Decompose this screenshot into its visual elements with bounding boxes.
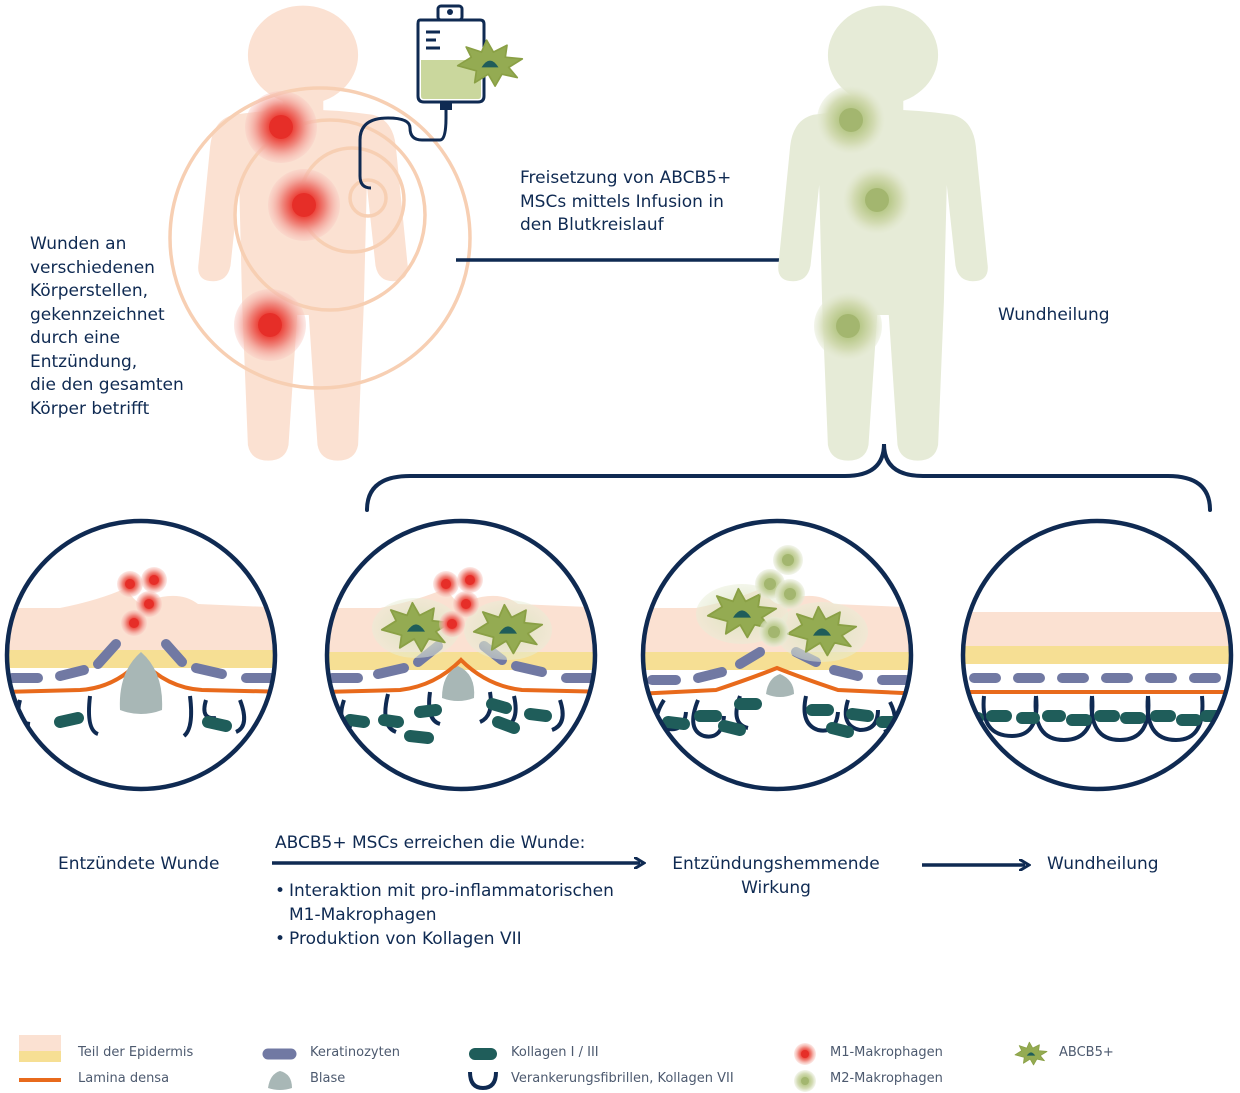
m2-heal-site-2 (843, 166, 911, 234)
legend-m1-swatch (794, 1043, 816, 1065)
stage2-bullet-2: Produktion von Kollagen VII (275, 927, 614, 951)
stage1-label: Entzündete Wunde (58, 854, 220, 874)
m2-heal-site-3 (814, 292, 882, 360)
legend-fibril-label: Verankerungsfibrillen, Kollagen VII (511, 1071, 734, 1086)
stage-circle-anti-inflammatory (640, 518, 914, 792)
m1-wound-site-3 (234, 289, 306, 361)
legend-lamina-label: Lamina densa (78, 1071, 170, 1086)
m1-wound-site-1 (245, 91, 317, 163)
stage-circle-healed (960, 518, 1234, 792)
legend-epidermis-label: Teil der Epidermis (78, 1045, 194, 1060)
stage3-label: Entzündungshemmende Wirkung (672, 854, 880, 898)
m1-wound-site-2 (268, 169, 340, 241)
legend-m2-swatch (794, 1070, 816, 1092)
legend-abcb5-label: ABCB5+ (1059, 1045, 1114, 1060)
stage2-heading: ABCB5+ MSCs erreichen die Wunde: (275, 833, 586, 853)
stage-circle-mscs-arrive (324, 518, 598, 792)
infusion-caption: Freisetzung von ABCB5+ MSCs mittels Infu… (520, 168, 732, 235)
top-healing-caption: Wundheilung (998, 305, 1110, 325)
legend-blister-swatch (268, 1071, 292, 1090)
legend-epidermis-swatch (19, 1035, 61, 1062)
legend-fibril-swatch (468, 1071, 498, 1091)
curly-brace (365, 443, 1212, 512)
left-caption: Wunden an verschiedenen Körperstellen, g… (30, 234, 184, 419)
systemic-inflammation-rings (168, 86, 472, 390)
stage-circle-inflamed (4, 518, 278, 792)
stage2-bullet-list: Interaktion mit pro-inflammatorischen M1… (275, 879, 614, 951)
legend-abcb5-swatch (1014, 1041, 1048, 1066)
stage2-bullet-1: Interaktion mit pro-inflammatorischen M1… (275, 879, 614, 927)
legend-keratinocyte-label: Keratinozyten (310, 1045, 400, 1060)
stage4-label: Wundheilung (1047, 854, 1159, 874)
infusion-bag-icon (358, 4, 524, 190)
legend-m2-label: M2-Makrophagen (830, 1071, 943, 1086)
m2-heal-site-1 (817, 86, 885, 154)
legend-collagen-label: Kollagen I / III (511, 1045, 599, 1060)
legend-m1-label: M1-Makrophagen (830, 1045, 943, 1060)
legend-blister-label: Blase (310, 1071, 346, 1086)
